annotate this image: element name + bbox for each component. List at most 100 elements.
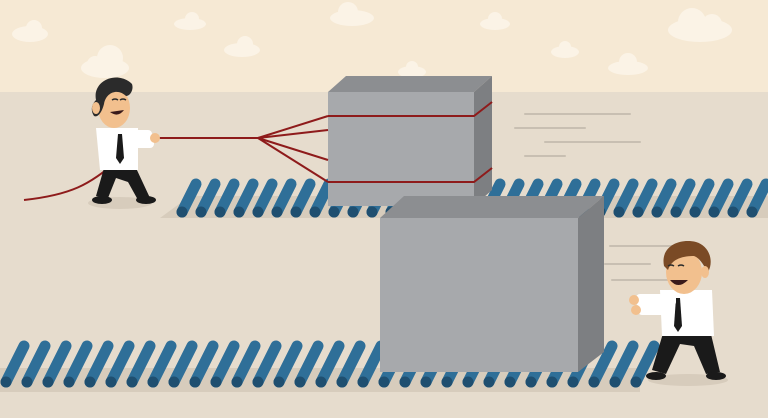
- roller: [147, 340, 177, 388]
- arm: [130, 138, 154, 148]
- roller-end: [670, 206, 682, 218]
- roller-end: [273, 376, 285, 388]
- roller-end: [746, 206, 758, 218]
- roller: [357, 340, 387, 388]
- roller-end: [233, 206, 245, 218]
- roller-end: [708, 206, 720, 218]
- roller: [126, 340, 156, 388]
- roller: [588, 340, 618, 388]
- roller-end: [567, 376, 579, 388]
- roller-end: [357, 376, 369, 388]
- lower-stone-block: [380, 196, 604, 372]
- lower-block-side: [578, 196, 604, 372]
- roller-end: [336, 376, 348, 388]
- roller: [168, 340, 198, 388]
- tie-icon: [674, 298, 682, 332]
- roller-end: [168, 376, 180, 388]
- roller-end: [21, 376, 33, 388]
- speed-lines-upper: [514, 113, 641, 157]
- legs: [652, 330, 720, 374]
- roller-end: [84, 376, 96, 388]
- upper-block-front: [328, 92, 474, 206]
- businessman-pushing-figure: [629, 241, 728, 386]
- roller-end: [613, 206, 625, 218]
- cloud: [608, 53, 648, 75]
- roller-end: [231, 376, 243, 388]
- roller-end: [105, 376, 117, 388]
- roller-end: [42, 376, 54, 388]
- lower-block-top: [380, 196, 604, 218]
- roller-end: [483, 376, 495, 388]
- legs: [96, 168, 150, 200]
- roller-end: [630, 376, 642, 388]
- hair: [91, 77, 133, 117]
- roller-end: [399, 376, 411, 388]
- cloud: [551, 41, 579, 58]
- roller: [252, 340, 282, 388]
- arm: [636, 294, 676, 306]
- roller-end: [689, 206, 701, 218]
- roller: [105, 340, 135, 388]
- roller: [21, 340, 51, 388]
- roller-end: [504, 376, 516, 388]
- roller: [609, 340, 639, 388]
- roller-end: [588, 376, 600, 388]
- roller: [315, 340, 345, 388]
- roller-end: [525, 376, 537, 388]
- hair: [663, 241, 711, 272]
- roller-end: [189, 376, 201, 388]
- cloud: [398, 61, 426, 78]
- cloud: [480, 12, 510, 30]
- cloud: [668, 8, 732, 42]
- roller-end: [214, 206, 226, 218]
- roller-end: [378, 376, 390, 388]
- cloud: [330, 2, 374, 26]
- tie-icon: [116, 134, 124, 164]
- rope: [23, 101, 493, 201]
- roller-end: [328, 206, 340, 218]
- roller-end: [195, 206, 207, 218]
- roller-end: [290, 206, 302, 218]
- upper-block-side: [474, 76, 492, 206]
- roller-end: [210, 376, 222, 388]
- roller-end: [271, 206, 283, 218]
- roller: [0, 340, 30, 388]
- arm: [638, 304, 672, 315]
- roller-end: [147, 376, 159, 388]
- roller-end: [441, 376, 453, 388]
- cloud: [174, 12, 206, 30]
- roller-end: [63, 376, 75, 388]
- roller: [294, 340, 324, 388]
- roller-end: [309, 206, 321, 218]
- cloud: [81, 45, 129, 78]
- roller: [336, 340, 366, 388]
- roller-end: [315, 376, 327, 388]
- roller-end: [0, 376, 12, 388]
- clouds: [12, 2, 732, 78]
- lower-block-front: [380, 218, 578, 372]
- roller-end: [609, 376, 621, 388]
- roller: [84, 340, 114, 388]
- roller: [42, 340, 72, 388]
- roller-end: [176, 206, 188, 218]
- roller-end: [462, 376, 474, 388]
- roller-end: [252, 206, 264, 218]
- roller: [231, 340, 261, 388]
- roller-end: [420, 376, 432, 388]
- roller-end: [294, 376, 306, 388]
- roller-end: [727, 206, 739, 218]
- roller: [273, 340, 303, 388]
- roller: [189, 340, 219, 388]
- roller-end: [252, 376, 264, 388]
- upper-stone-block: [328, 76, 492, 206]
- roller: [210, 340, 240, 388]
- upper-block-top: [328, 76, 492, 92]
- roller: [63, 340, 93, 388]
- roller: [630, 340, 660, 388]
- businessman-pulling-figure: [88, 77, 160, 209]
- cloud: [224, 36, 260, 57]
- roller-end: [651, 206, 663, 218]
- roller-end: [546, 376, 558, 388]
- roller-end: [366, 206, 378, 218]
